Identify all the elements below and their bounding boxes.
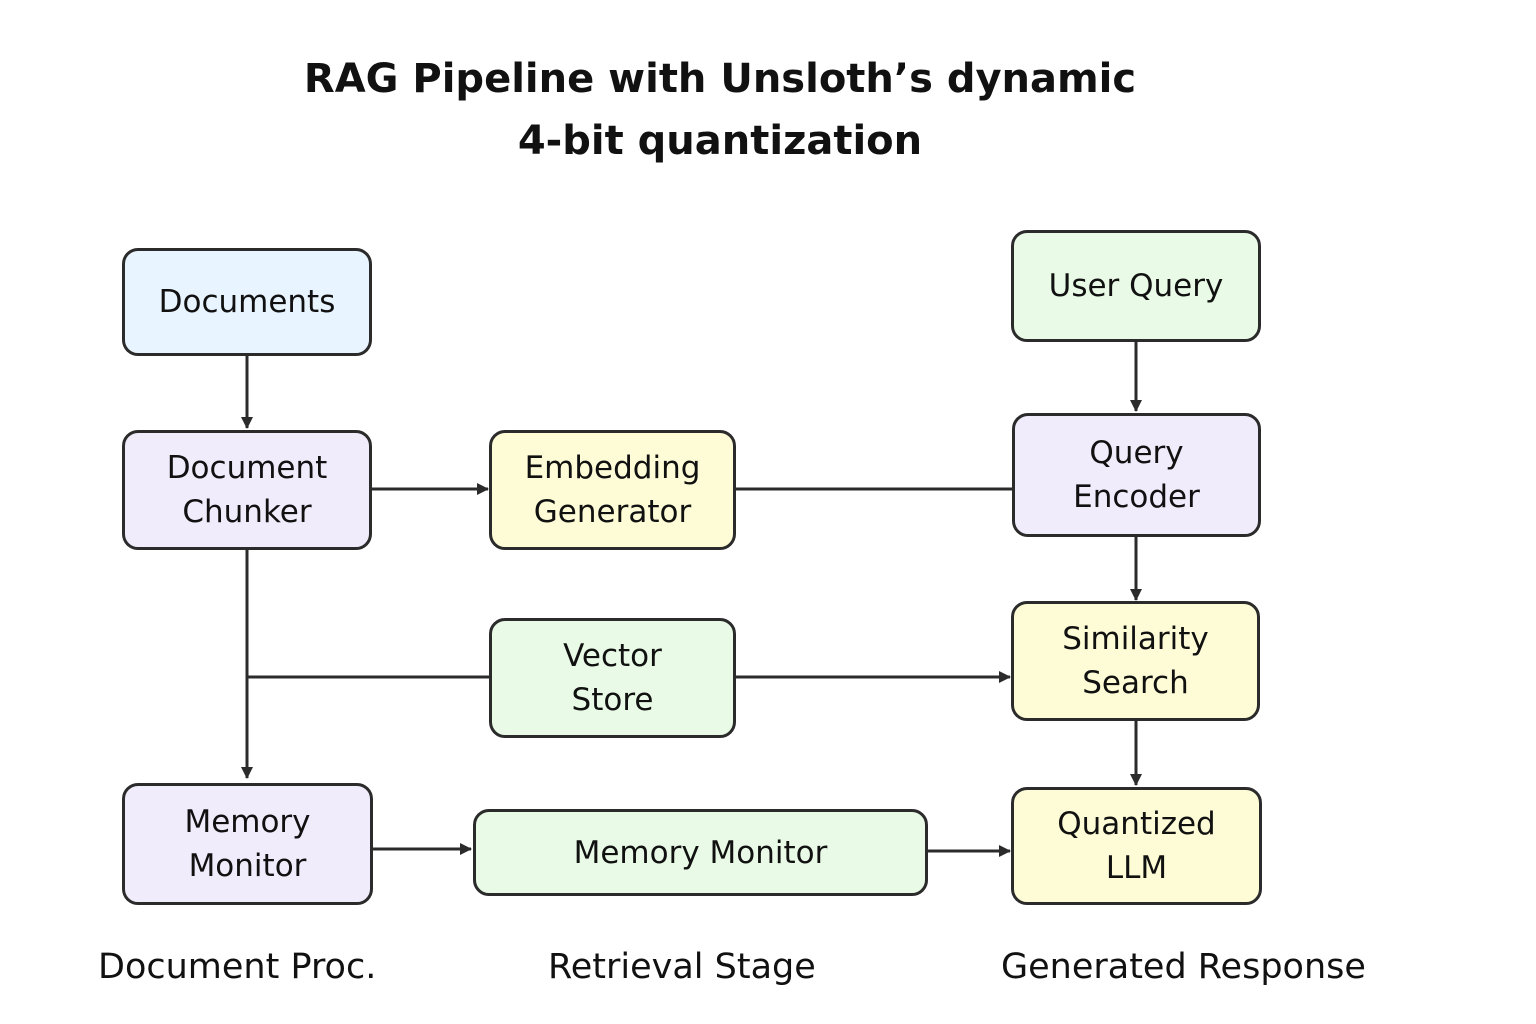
documents-label: Documents — [158, 284, 336, 320]
quantized-llm-label: Quantized LLM — [1057, 806, 1216, 886]
memory-monitor-middle-label: Memory Monitor — [573, 834, 828, 871]
query-encoder-node: Query Encoder — [1012, 413, 1261, 537]
embedding-generator-node: Embedding Generator — [489, 430, 736, 550]
document-chunker-label: Document Chunker — [166, 450, 328, 530]
diagram-title-line-1: RAG Pipeline with Unsloth’s dynamic — [303, 56, 1137, 102]
stage-label-retrieval-stage: Retrieval Stage — [548, 947, 816, 987]
similarity-search-label: Similarity Search — [1062, 621, 1209, 701]
stage-label-generated-response: Generated Response — [1001, 947, 1366, 987]
memory-monitor-left-label: Memory Monitor — [184, 804, 311, 884]
document-chunker-node: Document Chunker — [122, 430, 372, 550]
memory-monitor-left-node: Memory Monitor — [122, 783, 373, 905]
user-query-label: User Query — [1048, 268, 1224, 304]
diagram-title: RAG Pipeline with Unsloth’s dynamic 4-bi… — [0, 48, 1440, 172]
user-query-node: User Query — [1011, 230, 1261, 342]
vector-store-label: Vector Store — [563, 638, 662, 718]
vector-store-node: Vector Store — [489, 618, 736, 738]
quantized-llm-node: Quantized LLM — [1011, 787, 1262, 905]
similarity-search-node: Similarity Search — [1011, 601, 1260, 721]
documents-node: Documents — [122, 248, 372, 356]
memory-monitor-middle-node: Memory Monitor — [473, 809, 928, 896]
stage-label-document-proc: Document Proc. — [98, 947, 377, 987]
embedding-generator-label: Embedding Generator — [524, 450, 701, 530]
query-encoder-label: Query Encoder — [1073, 435, 1200, 515]
diagram-title-line-2: 4-bit quantization — [517, 118, 923, 164]
